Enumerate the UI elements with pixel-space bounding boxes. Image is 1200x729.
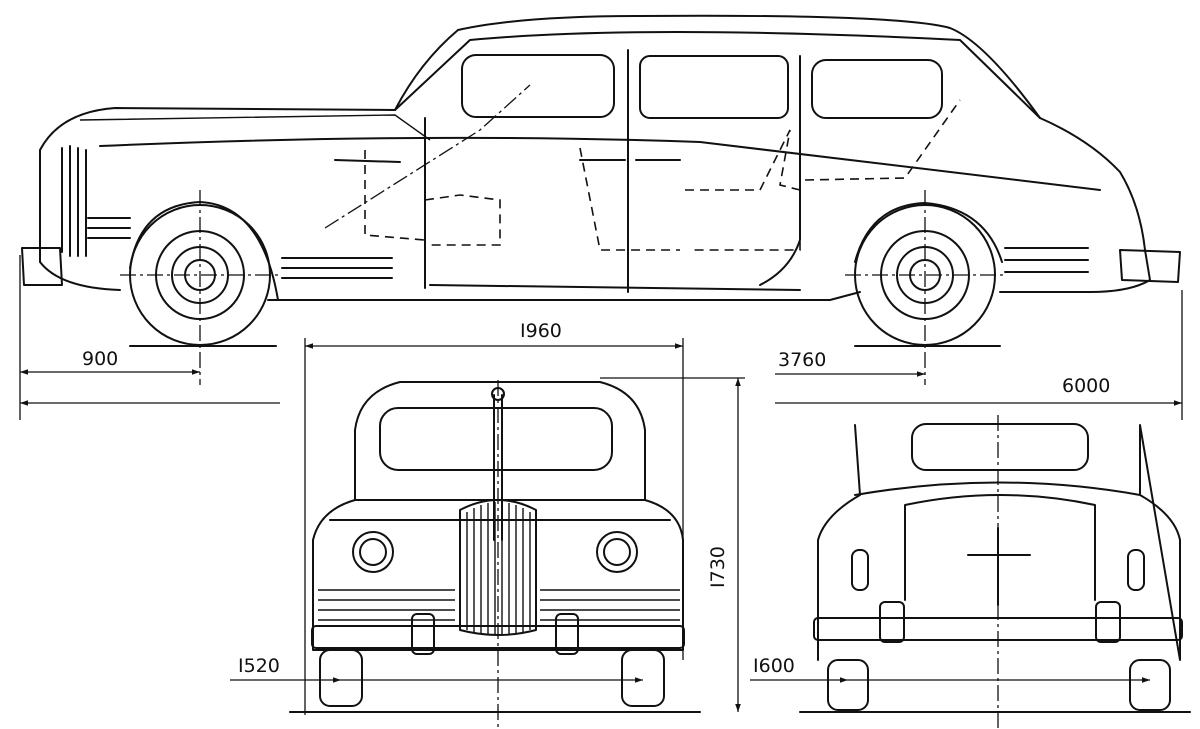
bumper-guard-left [411,613,435,655]
rear-guard-right [1095,601,1121,643]
right-headlight-inner [603,538,631,566]
rear-window [911,423,1089,471]
rocker-panel [429,284,801,291]
rear-view [799,415,1191,728]
rear-roof-curve [854,481,1141,496]
grille-outline [459,499,537,636]
rear-right-tire [1129,659,1171,711]
rear-door-cut [759,55,801,286]
label-front-track: I520 [238,655,280,677]
hood-mascot [493,394,503,541]
front-bumper [21,247,63,286]
rear-axle-centerline [845,190,1005,385]
label-wheelbase: 3760 [778,349,826,371]
interior-trunk [804,99,961,181]
steering-column [324,84,531,229]
front-axle-centerline [120,190,280,385]
right-tail-light [1127,549,1145,591]
interior-rear-seat [685,129,801,251]
dimension-lines: 900 I960 3760 6000 I730 I520 I600 [19,255,1183,715]
rear-guard-left [879,601,905,643]
windshield [379,407,613,471]
left-headlight-inner [359,538,387,566]
rear-side-window [811,59,943,119]
left-tail-light [851,549,869,591]
middle-side-window [639,55,789,119]
side-roofline [394,31,1041,119]
rear-body-outline [817,424,1181,661]
front-right-tire [621,649,665,707]
hood-vent [334,159,401,163]
interior-front-seat [424,194,501,246]
cowl-line [329,499,671,521]
rear-bumper [1119,249,1181,283]
left-headlight [352,531,394,573]
label-overall-width: I960 [520,320,562,342]
label-overall-height: I730 [707,546,729,588]
label-overall-length: 6000 [1062,375,1110,397]
grille-bars [466,502,531,635]
bumper-guard-right [555,613,579,655]
front-fender-strakes [87,217,393,279]
front-right-louvres [540,589,680,621]
hood-under [364,150,426,241]
front-grille [61,145,87,257]
front-body-outline [312,381,684,651]
front-view [289,380,701,728]
rear-fender-strakes [1004,247,1089,273]
side-body-outline [39,14,1151,301]
front-left-louvres [318,589,455,621]
front-wheel-arch [129,201,279,301]
trunk-emblem [967,527,1031,606]
interior-mid-seat [579,147,680,251]
front-left-tire [319,649,363,707]
right-headlight [596,531,638,573]
front-side-window [461,54,615,118]
belt-line [99,136,1101,191]
rear-left-tire [827,659,869,711]
trunk-lid [904,494,1096,601]
side-view [21,14,1181,385]
label-front-overhang: 900 [82,348,118,370]
label-rear-track: I600 [753,655,795,677]
hood-line [79,114,431,141]
